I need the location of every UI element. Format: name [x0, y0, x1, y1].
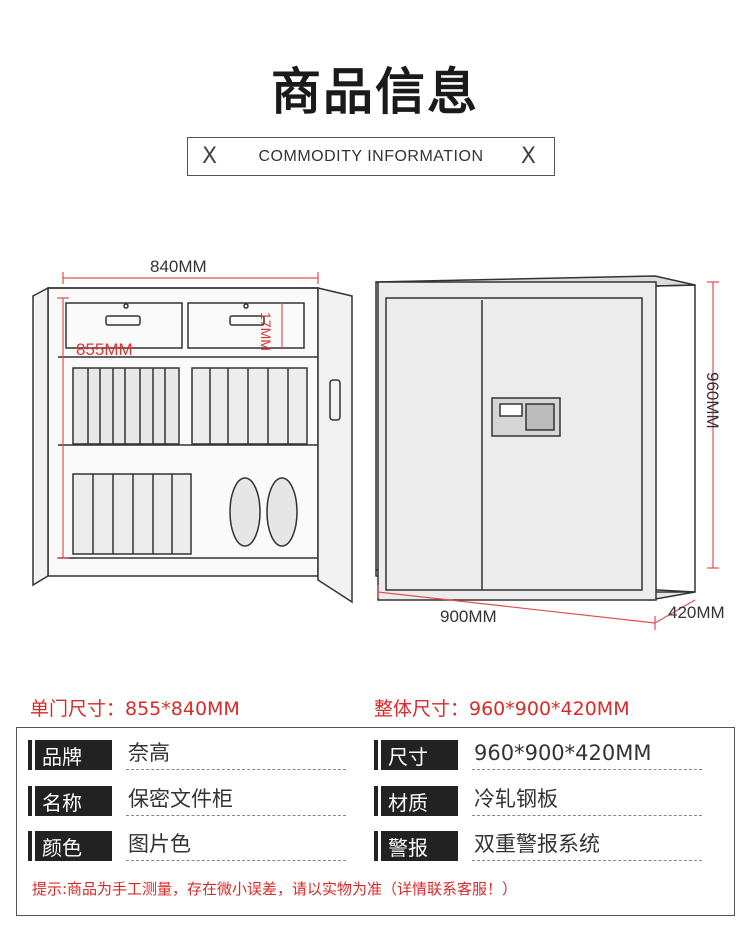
cabinet-drawing: [32, 272, 719, 630]
closed-cabinet: [375, 275, 696, 601]
cabinet-illustration: 840MM 855MM 17MM 960MM 900MM 420MM: [0, 240, 750, 640]
subtitle-banner: X COMMODITY INFORMATION X: [187, 137, 555, 176]
spec-size: 尺寸 960*900*420MM: [374, 738, 702, 770]
open-cabinet: [32, 286, 353, 604]
page-title: 商品信息: [271, 63, 479, 121]
spec-alarm: 警报 双重警报系统: [374, 829, 702, 861]
name-value: 保密文件柜: [126, 784, 346, 816]
overall-size: 整体尺寸：960*900*420MM: [374, 698, 630, 720]
name-tag: 名称: [28, 786, 112, 816]
door-size: 单门尺寸：855*840MM: [30, 698, 240, 720]
material-value: 冷轧钢板: [472, 784, 702, 816]
closed-height-label: 960MM: [703, 372, 722, 429]
color-tag: 颜色: [28, 831, 112, 861]
alarm-tag: 警报: [374, 831, 458, 861]
color-value: 图片色: [126, 829, 346, 861]
measurement-note: 提示:商品为手工测量，存在微小误差，请以实物为准（详情联系客服！）: [32, 880, 518, 898]
alarm-value: 双重警报系统: [472, 829, 702, 861]
brand-value: 奈高: [126, 738, 346, 770]
closed-depth-label: 420MM: [668, 603, 725, 622]
drawer-height-label: 17MM: [258, 312, 274, 351]
x-mark-right: X: [520, 144, 536, 169]
spec-color: 颜色 图片色: [28, 829, 346, 861]
spec-brand: 品牌 奈高: [28, 738, 346, 770]
closed-width-label: 900MM: [440, 607, 497, 626]
spec-material: 材质 冷轧钢板: [374, 784, 702, 816]
open-height-label: 855MM: [76, 340, 133, 359]
spec-panel: [16, 727, 735, 916]
x-mark-left: X: [202, 144, 218, 169]
spec-name: 名称 保密文件柜: [28, 784, 346, 816]
subtitle-text: COMMODITY INFORMATION: [258, 147, 484, 165]
brand-tag: 品牌: [28, 740, 112, 770]
size-value: 960*900*420MM: [472, 738, 702, 770]
open-width-label: 840MM: [150, 257, 207, 276]
material-tag: 材质: [374, 786, 458, 816]
size-tag: 尺寸: [374, 740, 458, 770]
